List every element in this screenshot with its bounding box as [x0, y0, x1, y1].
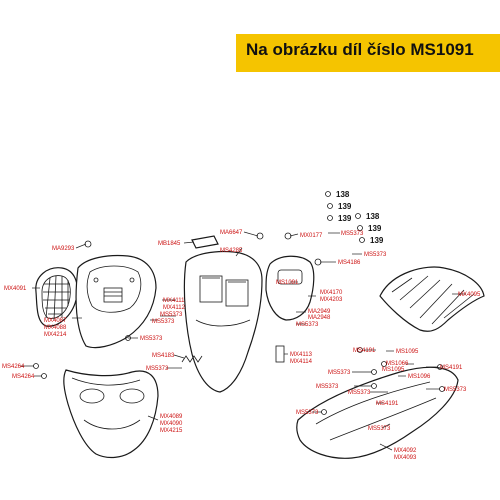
label-MS1095: MS1095 — [396, 349, 419, 355]
title-banner — [236, 34, 500, 72]
label-MS5373: MS5373 — [328, 370, 351, 376]
label-MS5373: MS5373 — [341, 231, 364, 237]
label-MX4113: MX4113 — [290, 352, 313, 358]
label-MS5373: MS5373 — [368, 426, 391, 432]
label-139: 139 — [370, 236, 384, 245]
label-MB1845: MB1845 — [158, 241, 181, 247]
label-MX4170: MX4170 — [320, 290, 343, 296]
number-labels: 138 139 139 138 139 139 — [336, 190, 384, 245]
label-MX4215: MX4215 — [160, 428, 183, 434]
label-MA9293: MA9293 — [52, 246, 75, 252]
bracket — [275, 345, 285, 363]
label-MS1096: MS1096 — [408, 374, 431, 380]
inner-panel — [265, 255, 315, 321]
label-MA2948: MA2948 — [308, 315, 331, 321]
label-MX4111: MX4111 — [163, 298, 185, 304]
label-MS4191: MS4191 — [376, 401, 399, 407]
label-MX4090: MX4090 — [160, 421, 183, 427]
label-MS5373: MS5373 — [316, 384, 339, 390]
leader-lines — [20, 231, 466, 451]
label-MS5373: MS5373 — [296, 322, 319, 328]
label-MS5373: MS5373 — [348, 390, 371, 396]
label-MX4092: MX4092 — [394, 448, 417, 454]
lower-front-panel — [63, 369, 159, 459]
label-MS5373: MS5373 — [152, 319, 175, 325]
label-MS5373: MS5373 — [160, 312, 183, 318]
label-138: 138 — [366, 212, 380, 221]
label-MA6647: MA6647 — [220, 230, 243, 236]
headlight-lens — [35, 267, 78, 327]
part-labels: MA9293 MB1845 MS4285 MA6647 MX0177 MS537… — [2, 230, 481, 461]
label-MS4191: MS4191 — [353, 348, 376, 354]
fastener-icons — [33, 191, 445, 415]
label-MS4183: MS4183 — [152, 353, 175, 359]
label-MS1095: MS1095 — [382, 367, 405, 373]
label-MS4264: MS4264 — [2, 364, 25, 370]
label-MX4087: MX4087 — [44, 318, 67, 324]
label-MX4112: MX4112 — [163, 305, 186, 311]
floor-mat — [379, 266, 485, 332]
label-MS5373: MS5373 — [364, 252, 387, 258]
label-139: 139 — [338, 202, 352, 211]
label-MS4186: MS4186 — [338, 260, 361, 266]
label-139: 139 — [368, 224, 382, 233]
label-MX4114: MX4114 — [290, 359, 313, 365]
label-138: 138 — [336, 190, 350, 199]
label-MS4264: MS4264 — [12, 374, 35, 380]
label-MX4091: MX4091 — [4, 286, 27, 292]
inner-leg-shield — [183, 250, 263, 393]
label-MS5373: MS5373 — [140, 336, 163, 342]
label-MX4088: MX4088 — [44, 325, 67, 331]
label-MX4214: MX4214 — [44, 332, 67, 338]
banner-title: Na obrázku díl číslo MS1091 — [246, 40, 474, 59]
floor-panel — [296, 366, 459, 459]
label-MX4093: MX4093 — [394, 455, 417, 461]
label-MS5373: MS5373 — [146, 366, 169, 372]
label-MS4191: MS4191 — [440, 365, 463, 371]
label-MA2949: MA2949 — [308, 309, 331, 315]
label-139: 139 — [338, 214, 352, 223]
label-MX4203: MX4203 — [320, 297, 343, 303]
spring — [181, 355, 203, 363]
label-MS5373: MS5373 — [444, 387, 467, 393]
label-MS4285: MS4285 — [220, 248, 243, 254]
front-shield — [75, 254, 157, 349]
label-MX0177: MX0177 — [300, 233, 323, 239]
label-MS1066: MS1066 — [386, 361, 409, 367]
label-MX4095: MX4095 — [458, 292, 481, 298]
label-MS5373: MS5373 — [296, 410, 319, 416]
badge-plate — [191, 235, 219, 249]
label-MX4089: MX4089 — [160, 414, 183, 420]
label-MS1091: MS1091 — [276, 280, 299, 286]
